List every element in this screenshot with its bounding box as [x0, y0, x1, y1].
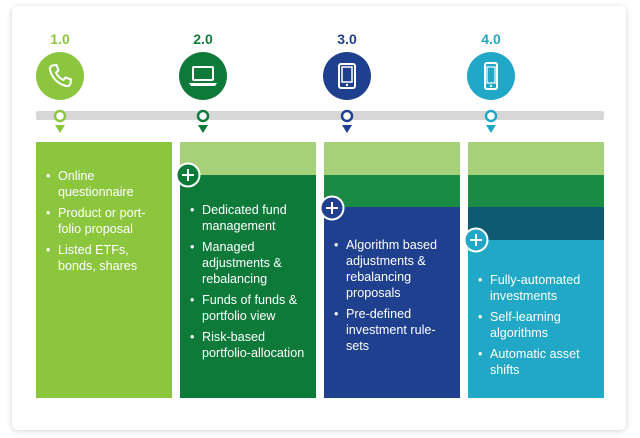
timeline-pin-4: [481, 109, 501, 135]
stage-1-list: Online questionnaire Product or port-fol…: [36, 168, 172, 279]
list-item: Managed adjustments & rebalancing: [188, 239, 310, 287]
tablet-icon: [323, 52, 371, 100]
timeline-pin-2: [193, 109, 213, 135]
list-item: Product or port-folio proposal: [44, 205, 166, 237]
stage-2-version: 2.0: [193, 31, 213, 47]
inherited-band: [468, 207, 604, 240]
timeline-pin-1: [50, 109, 70, 135]
stage-1-column: Online questionnaire Product or port-fol…: [36, 142, 172, 398]
plus-icon: [319, 195, 345, 221]
list-item: Algorithm based adjustments & rebalancin…: [332, 237, 454, 301]
inherited-band: [180, 142, 316, 175]
stage-2-column: Dedicated fund management Managed adjust…: [180, 142, 316, 398]
list-item: Automatic asset shifts: [476, 346, 598, 378]
list-item: Online questionnaire: [44, 168, 166, 200]
list-item: Pre-defined investment rule-sets: [332, 306, 454, 354]
list-item: Dedicated fund management: [188, 202, 310, 234]
phone-icon: [36, 52, 84, 100]
smartphone-icon: [467, 52, 515, 100]
timeline-pin-3: [337, 109, 357, 135]
list-item: Listed ETFs, bonds, shares: [44, 242, 166, 274]
stage-3-list: Algorithm based adjustments & rebalancin…: [324, 237, 460, 359]
stage-4-column: Fully-automated investments Self-learnin…: [468, 142, 604, 398]
stage-2-list: Dedicated fund management Managed adjust…: [180, 202, 316, 366]
laptop-icon: [179, 52, 227, 100]
stage-1-version: 1.0: [50, 31, 70, 47]
inherited-band: [324, 142, 460, 175]
stage-3-version: 3.0: [337, 31, 357, 47]
timeline-bar: [36, 111, 604, 120]
list-item: Risk-based portfolio-allocation: [188, 329, 310, 361]
inherited-band: [468, 175, 604, 207]
list-item: Funds of funds & portfolio view: [188, 292, 310, 324]
inherited-band: [468, 142, 604, 175]
list-item: Self-learning algorithms: [476, 309, 598, 341]
stage-4-version: 4.0: [481, 31, 501, 47]
list-item: Fully-automated investments: [476, 272, 598, 304]
inherited-band: [324, 175, 460, 207]
plus-icon: [175, 162, 201, 188]
stage-4-list: Fully-automated investments Self-learnin…: [468, 272, 604, 383]
plus-icon: [463, 227, 489, 253]
stage-3-column: Algorithm based adjustments & rebalancin…: [324, 142, 460, 398]
